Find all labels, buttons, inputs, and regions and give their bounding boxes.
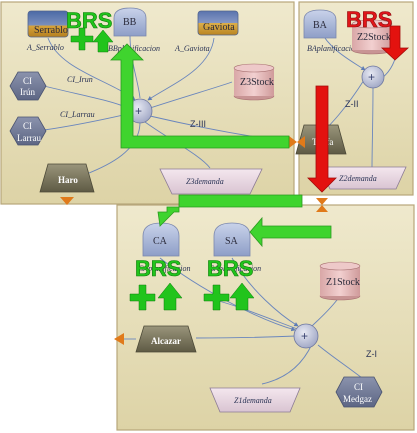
stock-z1[interactable]: Z1Stock xyxy=(319,261,361,301)
interconnection-z2-z1[interactable] xyxy=(316,198,328,212)
demand-z2-label: Z2demanda xyxy=(339,174,377,183)
inflow-medgaz-line2: Medgaz xyxy=(343,394,372,404)
reservoir-sa[interactable]: SA xyxy=(213,222,251,257)
junction-z1[interactable]: + xyxy=(293,323,319,349)
reservoir-sa-name: SA xyxy=(225,236,239,247)
reservoir-bb-name: BB xyxy=(123,17,137,28)
zone-z2-label: Z-II xyxy=(345,99,359,109)
reservoir-ba[interactable]: BA xyxy=(303,9,337,39)
stock-z1-label: Z1Stock xyxy=(326,277,360,288)
brs-label-z2: BRS xyxy=(346,7,392,32)
reservoir-bb[interactable]: BB xyxy=(113,7,147,37)
link-label-sa: SAplanificacion xyxy=(210,264,261,273)
export-alcazar[interactable]: Alcazar xyxy=(135,325,197,353)
link-label-ba: BAplanificacion xyxy=(307,44,359,53)
export-haro-arrow xyxy=(60,197,74,205)
inflow-larrau[interactable]: CI Larrau xyxy=(9,116,47,146)
link-label-larrau: CI_Larrau xyxy=(60,110,95,119)
brs-label-sa: BRS xyxy=(207,256,253,281)
link-label-bb: BBplanificacion xyxy=(108,44,160,53)
export-haro[interactable]: Haro xyxy=(39,163,95,193)
export-alcazar-arrow xyxy=(114,333,136,345)
inflow-irun-line1: CI xyxy=(23,76,32,86)
link-label-ca: CAplanificacion xyxy=(138,264,190,273)
junction-z1-symbol: + xyxy=(301,329,308,343)
inflow-medgaz-line1: CI xyxy=(354,382,363,392)
demand-z3-label: Z3demanda xyxy=(186,177,224,186)
plus-icon-ca xyxy=(129,284,156,311)
brs-annotation-sa: BRS xyxy=(203,256,255,311)
reservoir-ca[interactable]: CA xyxy=(142,222,180,257)
export-alcazar-label: Alcazar xyxy=(151,336,181,346)
inflow-larrau-line1: CI xyxy=(23,121,32,131)
brs-annotation-z3: BRS xyxy=(66,8,114,53)
up-arrow-icon-ca xyxy=(157,282,183,311)
inflow-irun[interactable]: CI Irún xyxy=(9,71,47,101)
link-label-gaviota: A_Gaviota xyxy=(174,44,210,53)
export-haro-label: Haro xyxy=(58,175,78,185)
brs-label-z3: BRS xyxy=(66,8,112,33)
zone-z1-label: Z-I xyxy=(366,349,377,359)
green-arrow-z3-to-bb xyxy=(110,43,290,149)
stock-z2[interactable]: Z2Stock xyxy=(351,19,393,55)
junction-z3-symbol: + xyxy=(135,104,142,118)
inflow-irun-line2: Irún xyxy=(20,87,35,97)
up-arrow-icon-sa xyxy=(229,282,255,311)
stock-z3[interactable]: Z3Stock xyxy=(233,63,275,101)
red-arrow-down-z2-z1 xyxy=(307,85,337,193)
reservoir-ba-name: BA xyxy=(313,20,328,31)
link-label-serrablo: A_Serrablo xyxy=(26,43,64,52)
green-flow-arrows xyxy=(110,43,332,248)
brs-annotation-ca: BRS xyxy=(129,256,183,311)
reservoir-gaviota-name: Gaviota xyxy=(203,22,235,33)
reservoir-serrablo[interactable]: Serrablo xyxy=(27,10,69,38)
stock-z2-label: Z2Stock xyxy=(357,32,391,43)
green-arrow-to-ca xyxy=(157,194,303,227)
demand-z3[interactable]: Z3demanda xyxy=(159,168,263,195)
link-label-irun: CI_Irun xyxy=(67,75,93,84)
brs-annotation-z2: BRS xyxy=(346,7,393,33)
reservoir-gaviota[interactable]: Gaviota xyxy=(197,10,239,36)
interconnection-z3-z2[interactable] xyxy=(289,136,305,148)
reservoir-ca-name: CA xyxy=(153,236,168,247)
green-arrow-to-sa xyxy=(249,216,332,248)
demand-z1[interactable]: Z1demanda xyxy=(209,387,301,413)
junction-z2[interactable]: + xyxy=(361,65,385,89)
junction-z2-symbol: + xyxy=(368,70,375,84)
brs-label-ca: BRS xyxy=(135,256,181,281)
up-arrow-icon-z3 xyxy=(92,29,114,53)
red-arrow-to-z2-stock xyxy=(380,25,410,61)
red-flow-arrows xyxy=(307,25,410,193)
stock-z3-label: Z3Stock xyxy=(240,77,274,88)
reservoir-serrablo-name: Serrablo xyxy=(34,25,68,36)
plus-icon-sa xyxy=(203,284,230,311)
inflow-larrau-line2: Larrau xyxy=(17,133,41,143)
demand-z1-label: Z1demanda xyxy=(234,396,272,405)
inflow-medgaz[interactable]: CI Medgaz xyxy=(335,376,383,408)
zone-z3-label: Z-III xyxy=(190,119,206,129)
